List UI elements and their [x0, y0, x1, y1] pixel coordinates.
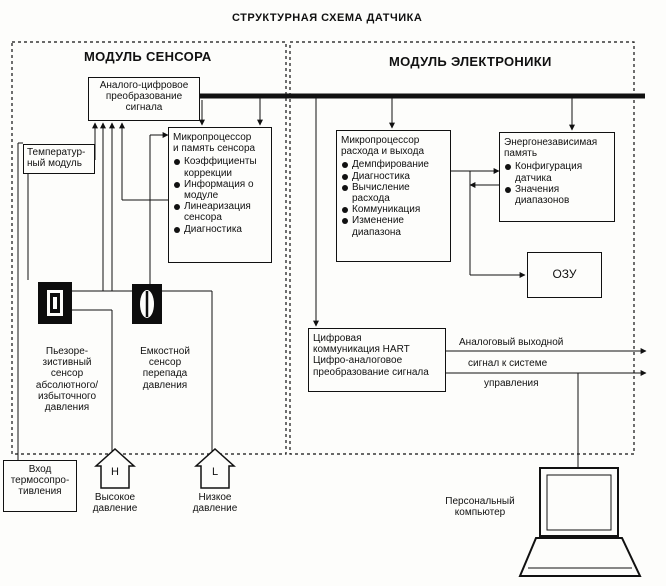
- hart-line-2: коммуникация HART: [313, 344, 410, 356]
- nvm-block: Энергонезависимая память Конфигурация да…: [499, 132, 615, 222]
- high-pressure-label: Высокое давление: [80, 492, 150, 514]
- sensor-module-title: МОДУЛЬ СЕНСОРА: [84, 49, 212, 64]
- temp-line-2: ный модуль: [27, 158, 82, 170]
- sensor-mcu-list: Коэффициенты коррекции Информация о моду…: [173, 156, 267, 235]
- sensor-mcu-item: Коэффициенты коррекции: [173, 156, 267, 179]
- temperature-module: Температур- ный модуль: [23, 144, 95, 174]
- sensor-mcu-block: Микропроцессор и память сенсора Коэффици…: [168, 127, 272, 263]
- nvm-item: Значения диапазонов: [504, 184, 610, 206]
- capacitive-sensor-label: Емкостной сенсор перепада давления: [125, 346, 205, 391]
- low-port-letter: L: [211, 466, 219, 478]
- high-pressure-line: Высокое: [94, 492, 136, 503]
- sensor-mcu-item: Информация о модуле: [173, 179, 267, 201]
- flow-mcu-list: Демпфирование Диагностика Вычисление рас…: [341, 159, 446, 238]
- electronics-module-title: МОДУЛЬ ЭЛЕКТРОНИКИ: [389, 54, 552, 69]
- hart-block: Цифровая коммуникация HART Цифро-аналого…: [308, 328, 446, 392]
- rtd-line-3: тивления: [18, 486, 62, 498]
- low-pressure-line: давление: [192, 503, 238, 515]
- analog-output-line-3: управления: [484, 378, 539, 389]
- flow-mcu-item: Диагностика: [341, 171, 446, 182]
- capacitive-line: Емкостной: [140, 346, 190, 357]
- ram-block: ОЗУ: [527, 252, 602, 298]
- high-pressure-port: [94, 447, 136, 489]
- pc-line: компьютер: [454, 507, 506, 519]
- high-port-letter: H: [111, 466, 119, 478]
- hart-line-1: Цифровая: [313, 333, 362, 344]
- piezo-line: сенсор: [50, 368, 84, 380]
- piezo-sensor-label: Пьезоре- зистивный сенсор абсолютного/ и…: [30, 346, 104, 413]
- nvm-title-2: память: [504, 148, 538, 160]
- rtd-line-2: термосопро-: [10, 475, 70, 487]
- analog-output-line-1: Аналоговый выходной: [459, 337, 564, 348]
- nvm-item: Конфигурация датчика: [504, 161, 610, 184]
- ram-label: ОЗУ: [552, 267, 577, 282]
- sensor-mcu-item: Диагностика: [173, 224, 267, 235]
- laptop-icon: [518, 467, 642, 577]
- adc-line-3: сигнала: [125, 102, 163, 114]
- flow-mcu-item: Демпфирование: [341, 159, 446, 170]
- nvm-title-1: Энергонезависимая: [504, 137, 598, 148]
- nvm-list: Конфигурация датчика Значения диапазонов: [504, 161, 610, 206]
- adc-line-2: преобразование: [105, 91, 183, 103]
- diagram-title: СТРУКТУРНАЯ СХЕМА ДАТЧИКА: [232, 12, 423, 24]
- capacitive-sensor-symbol: [132, 284, 162, 324]
- flow-mcu-item: Изменение диапазона: [341, 215, 446, 238]
- hart-line-3: Цифро-аналоговое: [313, 355, 403, 367]
- low-pressure-port: [194, 447, 236, 489]
- piezo-line: Пьезоре-: [45, 346, 89, 357]
- rtd-line-1: Вход: [28, 464, 52, 475]
- high-pressure-line: давление: [92, 503, 138, 515]
- piezo-line: избыточного: [37, 390, 97, 402]
- pc-label: Персональный компьютер: [440, 496, 520, 518]
- low-pressure-line: Низкое: [198, 492, 232, 503]
- flow-mcu-title-1: Микропроцессор: [341, 135, 420, 146]
- sensor-mcu-title-1: Микропроцессор: [173, 132, 252, 143]
- capacitive-line: давления: [142, 379, 188, 391]
- temp-line-1: Температур-: [27, 147, 86, 158]
- pc-line: Персональный: [445, 496, 515, 507]
- capacitive-line: сенсор: [148, 357, 182, 369]
- sensor-mcu-item: Линеаризация сенсора: [173, 201, 267, 223]
- sensor-module-outline: [11, 41, 287, 455]
- flow-mcu-item: Коммуникация: [341, 204, 446, 215]
- adc-block: Аналого-цифровое преобразование сигнала: [88, 77, 200, 121]
- piezo-line: давления: [44, 401, 90, 413]
- capacitive-line: перепада: [142, 368, 188, 380]
- rtd-input-block: Вход термосопро- тивления: [3, 460, 77, 512]
- low-pressure-label: Низкое давление: [180, 492, 250, 514]
- sensor-mcu-title-2: и память сенсора: [173, 143, 256, 155]
- adc-line-1: Аналого-цифровое: [99, 80, 189, 91]
- flow-mcu-title-2: расхода и выхода: [341, 146, 425, 158]
- piezo-sensor-symbol: [38, 282, 72, 324]
- analog-output-line-2: сигнал к системе: [468, 358, 548, 369]
- hart-line-4: преобразование сигнала: [313, 366, 429, 378]
- flow-mcu-item: Вычисление расхода: [341, 182, 446, 204]
- piezo-line: зистивный: [42, 357, 92, 369]
- flow-mcu-block: Микропроцессор расхода и выхода Демпфиро…: [336, 130, 451, 262]
- piezo-line: абсолютного/: [35, 379, 99, 391]
